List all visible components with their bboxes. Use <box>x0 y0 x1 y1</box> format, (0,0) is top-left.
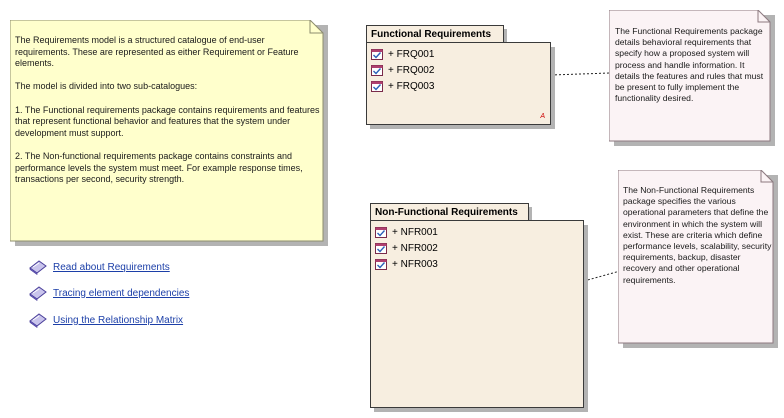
package-shadow <box>584 225 588 412</box>
package-tab: Functional Requirements <box>366 25 504 43</box>
requirement-label: + FRQ001 <box>388 48 435 60</box>
requirement-item[interactable]: + FRQ001 <box>371 46 434 62</box>
requirement-label: + FRQ002 <box>388 64 435 76</box>
functional-note-connector <box>550 72 611 76</box>
book-link-icon <box>29 286 47 301</box>
abstract-marker: A <box>540 113 545 120</box>
package-shadow <box>370 125 555 129</box>
requirement-icon <box>371 48 383 60</box>
package-shadow <box>503 29 507 44</box>
requirement-list: + NFR001 + NFR002 + NF <box>375 224 438 272</box>
note-shape <box>609 10 775 146</box>
note-shape <box>618 170 778 348</box>
package-shadow <box>528 207 532 222</box>
requirement-item[interactable]: + NFR003 <box>375 256 438 272</box>
requirement-label: + FRQ003 <box>388 80 435 92</box>
requirement-item[interactable]: + NFR002 <box>375 240 438 256</box>
note-paragraph: The Requirements model is a structured c… <box>15 35 299 69</box>
book-link-icon <box>29 313 47 328</box>
nonfunctional-note-connector <box>583 270 621 282</box>
requirement-icon <box>375 258 387 270</box>
package-title: Functional Requirements <box>371 29 492 40</box>
link-using-relationship-matrix[interactable]: Using the Relationship Matrix <box>29 311 183 329</box>
requirement-icon <box>375 226 387 238</box>
nonfunctional-note-text: The Non-Functional Requirements package … <box>623 185 772 285</box>
requirement-label: + NFR001 <box>392 226 438 238</box>
note-paragraph: 2. The Non-functional requirements packa… <box>15 150 303 185</box>
nonfunctional-package-note[interactable]: The Non-Functional Requirements package … <box>618 170 778 348</box>
functional-package-note[interactable]: The Functional Requirements package deta… <box>609 10 775 146</box>
requirement-label: + NFR003 <box>392 258 438 270</box>
note-shape <box>10 20 328 246</box>
link-read-about-requirements[interactable]: Read about Requirements <box>29 258 170 276</box>
nonfunctional-requirements-package[interactable]: Non-Functional Requirements + NFR001 <box>370 203 589 413</box>
package-tab: Non-Functional Requirements <box>370 203 529 221</box>
model-description-note[interactable]: The Requirements model is a structured c… <box>10 20 328 246</box>
requirement-list: + FRQ001 + FRQ002 + FR <box>371 46 434 94</box>
requirement-item[interactable]: + FRQ002 <box>371 62 434 78</box>
requirement-icon <box>371 80 383 92</box>
book-link-icon <box>29 260 47 275</box>
package-body: + NFR001 + NFR002 + NF <box>370 220 584 408</box>
package-body: + FRQ001 + FRQ002 + FR <box>366 42 551 125</box>
link-tracing-element-dependencies[interactable]: Tracing element dependencies <box>29 284 189 302</box>
link-label: Read about Requirements <box>53 261 170 273</box>
note-paragraph: The model is divided into two sub-catalo… <box>15 81 198 92</box>
package-shadow <box>551 47 555 129</box>
requirement-item[interactable]: + NFR001 <box>375 224 438 240</box>
model-note-text: The Requirements model is a structured c… <box>15 35 322 186</box>
package-title: Non-Functional Requirements <box>375 207 518 218</box>
requirement-label: + NFR002 <box>392 242 438 254</box>
requirement-item[interactable]: + FRQ003 <box>371 78 434 94</box>
link-label: Using the Relationship Matrix <box>53 314 184 326</box>
requirement-icon <box>375 242 387 254</box>
requirement-icon <box>371 64 383 76</box>
note-paragraph: 1. The Functional requirements package c… <box>15 104 320 138</box>
functional-requirements-package[interactable]: Functional Requirements + FRQ001 <box>366 25 556 131</box>
package-shadow <box>374 408 588 412</box>
link-label: Tracing element dependencies <box>53 287 190 299</box>
functional-note-text: The Functional Requirements package deta… <box>615 26 764 104</box>
